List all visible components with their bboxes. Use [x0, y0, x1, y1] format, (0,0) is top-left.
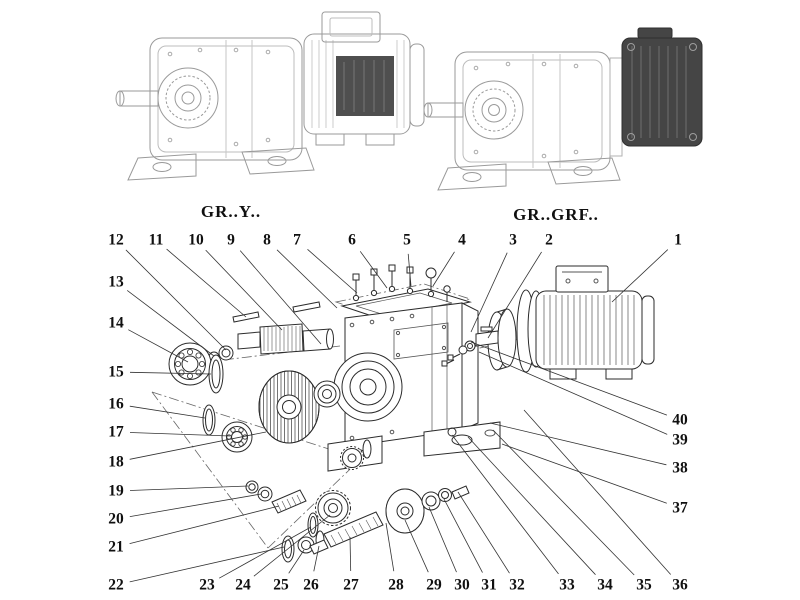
- leader-line-20: [129, 493, 262, 517]
- output-shaft-assembly: [281, 485, 470, 563]
- leader-line-29: [404, 519, 429, 573]
- leader-line-37: [501, 443, 667, 504]
- leader-line-25: [288, 549, 305, 574]
- leader-line-39: [478, 351, 668, 435]
- input-washers-bolts: [441, 340, 476, 367]
- leader-line-38: [489, 422, 667, 466]
- leader-line-6: [359, 251, 388, 289]
- leader-line-5: [407, 253, 412, 287]
- bearing-large: [168, 342, 212, 386]
- leader-line-13: [126, 290, 215, 357]
- leader-line-14: [128, 329, 189, 363]
- leader-line-1: [611, 249, 669, 303]
- leader-line-28: [385, 522, 395, 572]
- gear-housing: [327, 302, 501, 472]
- leader-line-12: [125, 249, 227, 351]
- intermediate-parts: [245, 480, 307, 514]
- leader-line-36: [523, 409, 671, 575]
- gear-small-mid: [315, 490, 351, 526]
- leader-line-30: [428, 506, 457, 573]
- leader-line-32: [457, 491, 510, 574]
- leader-line-2: [487, 251, 542, 339]
- bearing-mid: [313, 380, 341, 408]
- leader-line-17: [129, 432, 231, 437]
- retaining-ring: [307, 512, 319, 538]
- leader-line-22: [129, 546, 285, 583]
- leader-line-34: [467, 436, 596, 575]
- leader-line-18: [129, 431, 267, 460]
- leader-line-9: [239, 250, 322, 345]
- finned-cover: [621, 27, 703, 147]
- leader-line-27: [349, 536, 352, 572]
- leader-line-3: [470, 252, 508, 333]
- leader-lines: [125, 248, 671, 583]
- leader-line-10: [205, 249, 283, 331]
- leader-line-26: [313, 545, 320, 572]
- leader-line-16: [129, 405, 206, 419]
- leader-line-21: [129, 505, 280, 544]
- pinion-shaft-assembly: [208, 301, 334, 363]
- bearing-small: [221, 421, 253, 453]
- seal-ring: [208, 354, 224, 394]
- leader-line-33: [451, 434, 559, 575]
- variant-label-gr-y: GR..Y..: [200, 202, 262, 221]
- leader-line-40: [470, 341, 668, 416]
- motor-assembled: [303, 11, 425, 146]
- leader-line-4: [432, 251, 455, 287]
- assembly-view-gr-y: [115, 11, 425, 181]
- leader-line-11: [166, 248, 247, 318]
- motor-exploded: [516, 265, 655, 380]
- exploded-view: [151, 264, 655, 563]
- leader-line-35: [492, 429, 635, 576]
- gear-small-upper: [340, 439, 372, 470]
- spacer-ring: [202, 404, 216, 436]
- leader-line-23: [219, 526, 312, 579]
- assembly-view-gr-grf: [423, 27, 703, 191]
- leader-line-8: [276, 249, 338, 309]
- leader-line-19: [129, 485, 249, 491]
- input-shaft-key: [475, 326, 499, 347]
- gear-large: [258, 370, 320, 444]
- variant-label-gr-grf: GR..GRF..: [513, 205, 599, 224]
- leader-line-31: [443, 498, 483, 573]
- leader-line-7: [307, 249, 358, 294]
- leader-line-15: [129, 371, 212, 375]
- leader-line-24: [253, 514, 331, 577]
